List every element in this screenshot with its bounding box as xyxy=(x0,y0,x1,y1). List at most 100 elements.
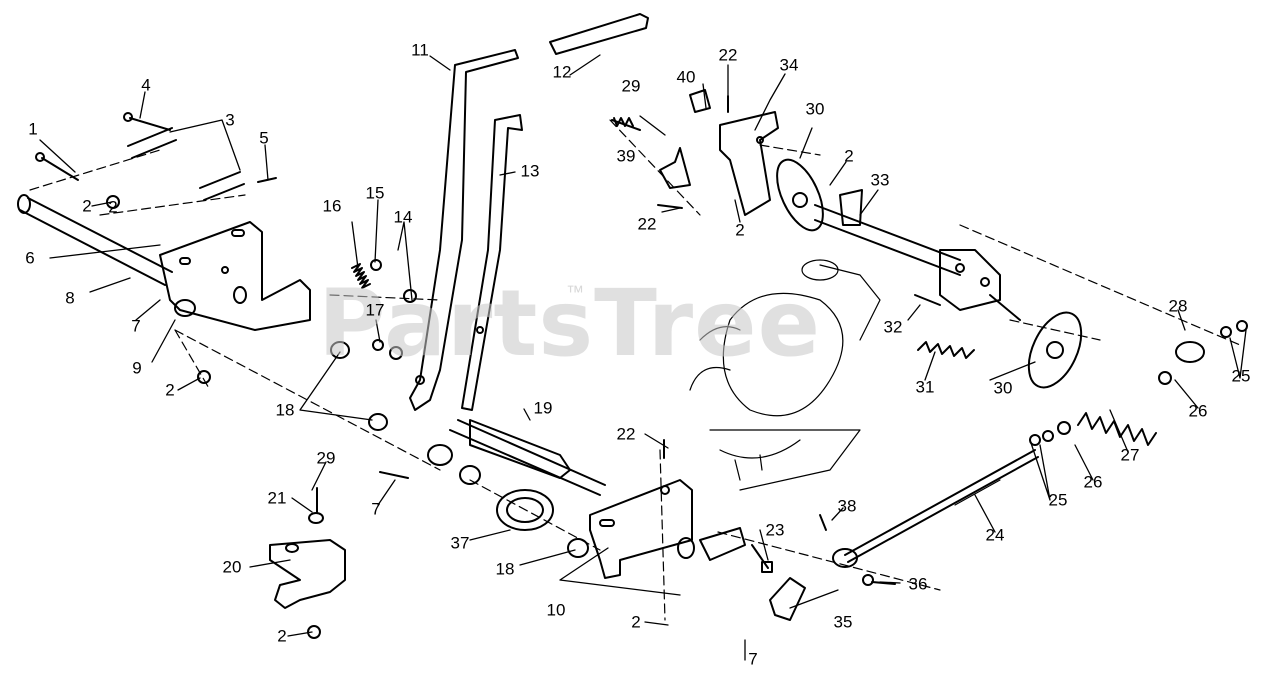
callout-19: 19 xyxy=(533,398,553,418)
callout-25: 25 xyxy=(1231,366,1251,386)
nut-2-left xyxy=(106,195,321,639)
bolt-22 xyxy=(657,95,729,459)
bushing-18 xyxy=(330,341,589,558)
cotter-38 xyxy=(819,514,827,531)
callout-33: 33 xyxy=(870,170,890,190)
callout-40: 40 xyxy=(676,67,696,87)
callout-7: 7 xyxy=(371,499,381,519)
plate-40 xyxy=(689,89,711,113)
callout-29: 29 xyxy=(316,448,336,468)
clip-39 xyxy=(659,147,691,189)
grip-12 xyxy=(549,13,649,55)
callout-27: 27 xyxy=(1120,445,1140,465)
callout-7: 7 xyxy=(748,649,758,669)
callout-6: 6 xyxy=(25,248,35,268)
callout-37: 37 xyxy=(450,533,470,553)
callout-2: 2 xyxy=(631,612,641,632)
lever-11 xyxy=(409,49,519,411)
bracket-9 xyxy=(159,221,311,331)
cotter-5 xyxy=(257,177,277,183)
flange-30-right xyxy=(1027,311,1083,389)
callout-9: 9 xyxy=(132,358,142,378)
callout-12: 12 xyxy=(552,62,572,82)
washer-21 xyxy=(308,512,324,524)
bracket-34 xyxy=(719,111,779,216)
callout-2: 2 xyxy=(844,146,854,166)
spring-16 xyxy=(351,263,371,289)
callout-31: 31 xyxy=(915,377,935,397)
callout-17: 17 xyxy=(365,300,385,320)
callout-30: 30 xyxy=(993,378,1013,398)
callout-8: 8 xyxy=(65,288,75,308)
callout-18: 18 xyxy=(495,559,515,579)
pin-7 xyxy=(379,471,409,479)
callout-2: 2 xyxy=(277,626,287,646)
shaft-33 xyxy=(814,189,1021,321)
callout-10: 10 xyxy=(546,600,566,620)
callout-22: 22 xyxy=(637,214,657,234)
thread-24 xyxy=(954,479,1001,506)
rod-24 xyxy=(844,449,1039,563)
pin-32 xyxy=(914,294,941,306)
plate-19 xyxy=(469,419,571,479)
callout-23: 23 xyxy=(765,520,785,540)
dashed-lines xyxy=(29,119,1241,621)
callout-14: 14 xyxy=(393,207,413,227)
callout-34: 34 xyxy=(779,55,799,75)
bushing-left xyxy=(427,444,453,466)
callout-2: 2 xyxy=(735,220,745,240)
clip-15 xyxy=(370,259,382,271)
callout-26: 26 xyxy=(1188,401,1208,421)
pin-3 xyxy=(127,127,245,201)
callout-24: 24 xyxy=(985,525,1005,545)
watermark-trademark: ™ xyxy=(566,282,584,302)
washer-25 xyxy=(1029,430,1054,446)
callout-3: 3 xyxy=(225,110,235,130)
rod-end xyxy=(832,548,858,568)
callout-20: 20 xyxy=(222,557,242,577)
bracket-10 xyxy=(589,479,695,579)
callout-11: 11 xyxy=(411,40,429,60)
engine-sketch xyxy=(689,259,881,491)
clamp-37 xyxy=(496,489,554,531)
watermark: PartsTree xyxy=(318,270,821,377)
bolt-4 xyxy=(123,112,171,131)
spring-27 xyxy=(1077,412,1157,446)
spring-31 xyxy=(917,341,975,359)
nut-2-marker: 2 xyxy=(108,197,118,217)
rod-8 xyxy=(17,194,173,286)
callout-13: 13 xyxy=(520,161,540,181)
callout-5: 5 xyxy=(259,128,269,148)
lever-13 xyxy=(461,114,523,411)
washer-26-right xyxy=(1158,371,1172,385)
bolt-1 xyxy=(35,152,79,181)
flange-30-left xyxy=(776,158,824,232)
callout-32: 32 xyxy=(883,317,903,337)
pin-36 xyxy=(862,574,896,586)
callout-39: 39 xyxy=(616,146,636,166)
bolt-29-top xyxy=(611,117,641,131)
callout-2: 2 xyxy=(82,196,92,216)
callout-16: 16 xyxy=(322,196,342,216)
callout-21: 21 xyxy=(267,488,287,508)
nut-25-right xyxy=(1220,320,1248,338)
cap-28 xyxy=(1175,341,1205,363)
callout-26: 26 xyxy=(1083,472,1103,492)
washer-14 xyxy=(389,289,417,360)
clip-17 xyxy=(372,339,384,351)
hook-20 xyxy=(269,539,346,609)
callout-22: 22 xyxy=(616,424,636,444)
callout-38: 38 xyxy=(837,496,857,516)
callout-36: 36 xyxy=(908,574,928,594)
callout-28: 28 xyxy=(1168,296,1188,316)
callout-4: 4 xyxy=(141,75,151,95)
bolt-23 xyxy=(751,544,773,573)
arm-35 xyxy=(699,527,806,621)
callout-25: 25 xyxy=(1048,490,1068,510)
callout-1: 1 xyxy=(28,119,38,139)
washer-26 xyxy=(1057,421,1071,435)
callout-2: 2 xyxy=(165,380,175,400)
callout-15: 15 xyxy=(365,183,385,203)
